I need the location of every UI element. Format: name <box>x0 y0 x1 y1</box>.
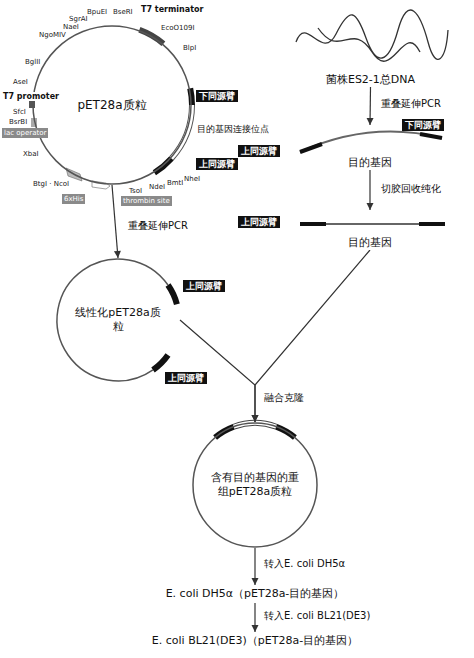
feature-label: BmtI <box>166 179 184 187</box>
linear-plasmid: 线性化pET28a质粒 <box>56 258 180 382</box>
host-strain: E. coli BL21(DE3)（pET28a-目的基因） <box>110 632 400 650</box>
homology-arm-label: 上同源臂 <box>183 280 225 292</box>
purified-fragment: 目的基因 <box>295 210 445 250</box>
feature-label: XbaI <box>22 150 40 158</box>
purified-fragment <box>300 223 445 225</box>
edge-label: 融合克隆 <box>263 392 305 404</box>
arrow-head <box>252 415 259 422</box>
connector <box>252 603 259 632</box>
node-text: pET28a质粒 <box>75 98 148 113</box>
feature-label: BsrBI <box>8 118 28 126</box>
plasmid-ring <box>57 259 168 381</box>
connector-line <box>112 185 118 258</box>
insert-site-arc <box>171 105 192 159</box>
plasmid-ring <box>33 26 191 184</box>
feature-label: AseI <box>12 78 29 86</box>
feature-label: NaeI <box>62 23 80 31</box>
plasmid-ring <box>193 423 317 547</box>
homology-arm-arc <box>153 355 168 370</box>
edge-label: 切胶回收纯化 <box>380 183 442 195</box>
plasmid-circle: pET28a质粒 <box>32 25 192 185</box>
homology-arm-label: 上同源臂 <box>238 145 280 157</box>
arrow-head <box>114 251 121 258</box>
homology-arm-label: 下同源臂 <box>402 119 444 131</box>
feature-label: BlpI <box>182 44 197 52</box>
connector <box>112 185 121 258</box>
connector-line <box>180 320 255 422</box>
feature-label: T7 terminator <box>140 5 204 14</box>
fragment-arm <box>420 134 442 138</box>
homology-arm-label: 上同源臂 <box>165 372 207 384</box>
feature-label: SgrAI <box>68 15 89 23</box>
feature-label: thrombin site <box>121 196 172 206</box>
node-text: E. coli DH5α（pET28a-目的基因） <box>164 587 347 601</box>
homology-arm-arc <box>168 285 177 304</box>
feature-label: SfcI <box>12 108 27 116</box>
pcr-product: 目的基因 <box>295 125 445 170</box>
edge-label: 转入E. coli BL21(DE3) <box>263 610 371 622</box>
feature-label: 6xHis <box>62 194 85 204</box>
edge-label: 转入E. coli DH5α <box>263 558 346 570</box>
feature-label: BpuEI <box>86 8 108 16</box>
arrow-head <box>367 203 374 210</box>
homology-arm-label: 上同源臂 <box>238 216 280 228</box>
connector <box>252 250 371 422</box>
feature-label: TsoI <box>128 187 143 195</box>
feature-label: NdeI <box>148 183 166 191</box>
pcr-fragment <box>300 132 442 152</box>
node-text: 目的基因 <box>346 236 394 250</box>
feature-label: T7 promoter <box>2 92 60 101</box>
host-strain: E. coli DH5α（pET28a-目的基因） <box>120 585 390 603</box>
connector <box>252 548 259 585</box>
fragment-arm <box>300 144 322 152</box>
site-label: 目的基因连接位点 <box>196 124 270 134</box>
arrow-head <box>252 415 259 422</box>
genomic-dna <box>296 10 448 61</box>
homology-arm-label: 上同源臂 <box>196 158 238 170</box>
arrow-head <box>367 118 374 125</box>
node-text: 含有目的基因的重组pET28a质粒 <box>205 471 305 499</box>
feature-label: BseRI <box>112 8 134 16</box>
feature-label: EcoO109I <box>160 24 196 32</box>
feature-label: NheI <box>183 175 201 183</box>
node-text: 菌株ES2-1总DNA <box>324 73 417 87</box>
insert-site-arc-inner <box>171 105 192 159</box>
connector <box>367 170 374 210</box>
feature-label: BglII <box>24 58 41 66</box>
node-text: E. coli BL21(DE3)（pET28a-目的基因） <box>150 634 360 648</box>
homology-arm-label: 下同源臂 <box>196 90 238 102</box>
arrow-head <box>252 625 259 632</box>
fragment-arm <box>419 222 445 226</box>
node-text: 目的基因 <box>346 156 394 170</box>
connector <box>180 320 259 422</box>
feature-label: lac operator <box>2 128 48 138</box>
fragment-arm <box>300 222 326 226</box>
node-text: 线性化pET28a质粒 <box>68 306 168 334</box>
edge-label: 重叠延伸PCR <box>127 220 189 232</box>
feature-label: BtgI · NcoI <box>32 180 70 188</box>
arrow-head <box>252 578 259 585</box>
connector <box>367 87 374 125</box>
recombinant-plasmid: 含有目的基因的重组pET28a质粒 <box>192 422 318 548</box>
feature-label: NgoMIV <box>38 31 67 39</box>
genomic-dna: 菌株ES2-1总DNA <box>288 12 453 87</box>
connector-line <box>255 250 370 422</box>
edge-label: 重叠延伸PCR <box>380 98 442 110</box>
